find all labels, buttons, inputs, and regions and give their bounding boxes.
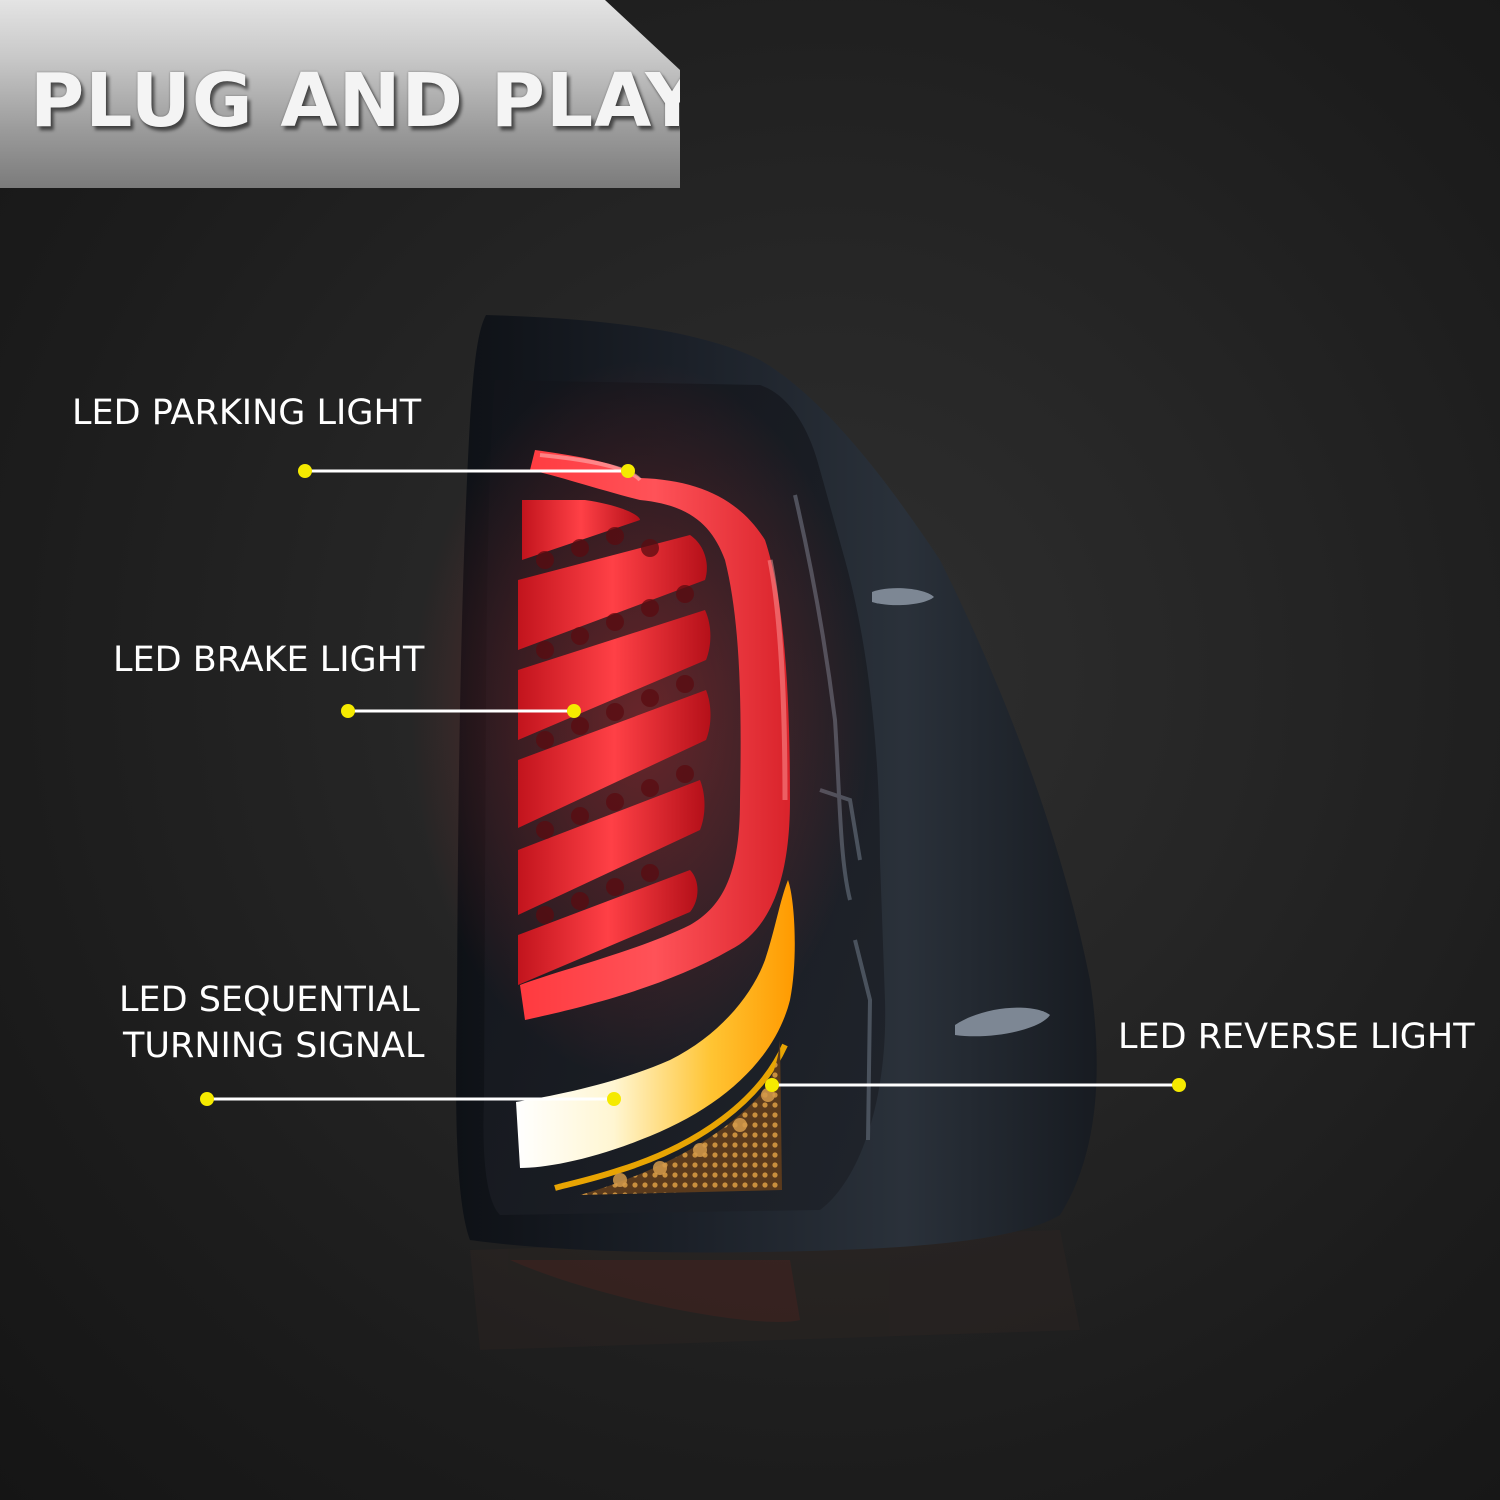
parking-callout-dot-right (621, 464, 635, 478)
callout-lines (200, 464, 1186, 1106)
brake-callout-dot-right (567, 704, 581, 718)
turn-signal-label: LED SEQUENTIAL TURNING SIGNAL (119, 977, 425, 1069)
brake-light-bars (518, 500, 711, 985)
reverse-light-area (580, 1040, 782, 1195)
parking-callout-dot-left (298, 464, 312, 478)
reverse-callout-dot-left (765, 1078, 779, 1092)
floor-reflection (470, 1230, 1080, 1350)
reverse-led-dots (613, 1088, 775, 1187)
brake-light-label: LED BRAKE LIGHT (113, 640, 425, 680)
turn-signal-label-line1: LED SEQUENTIAL (119, 980, 420, 1020)
reverse-light-label: LED REVERSE LIGHT (1118, 1017, 1475, 1057)
brake-callout-dot-left (341, 704, 355, 718)
turn-signal-guide (516, 880, 795, 1168)
mount-tab-lower (955, 1007, 1050, 1037)
turn-callout-dot-right (607, 1092, 621, 1106)
banner-title: PLUG AND PLAY (30, 58, 700, 144)
reverse-callout-dot-right (1172, 1078, 1186, 1092)
mount-tab-upper (872, 588, 934, 606)
parking-light-label: LED PARKING LIGHT (72, 393, 422, 433)
turn-callout-dot-left (200, 1092, 214, 1106)
plug-and-play-banner: PLUG AND PLAY (0, 0, 680, 188)
turn-signal-label-line2: TURNING SIGNAL (123, 1026, 425, 1066)
